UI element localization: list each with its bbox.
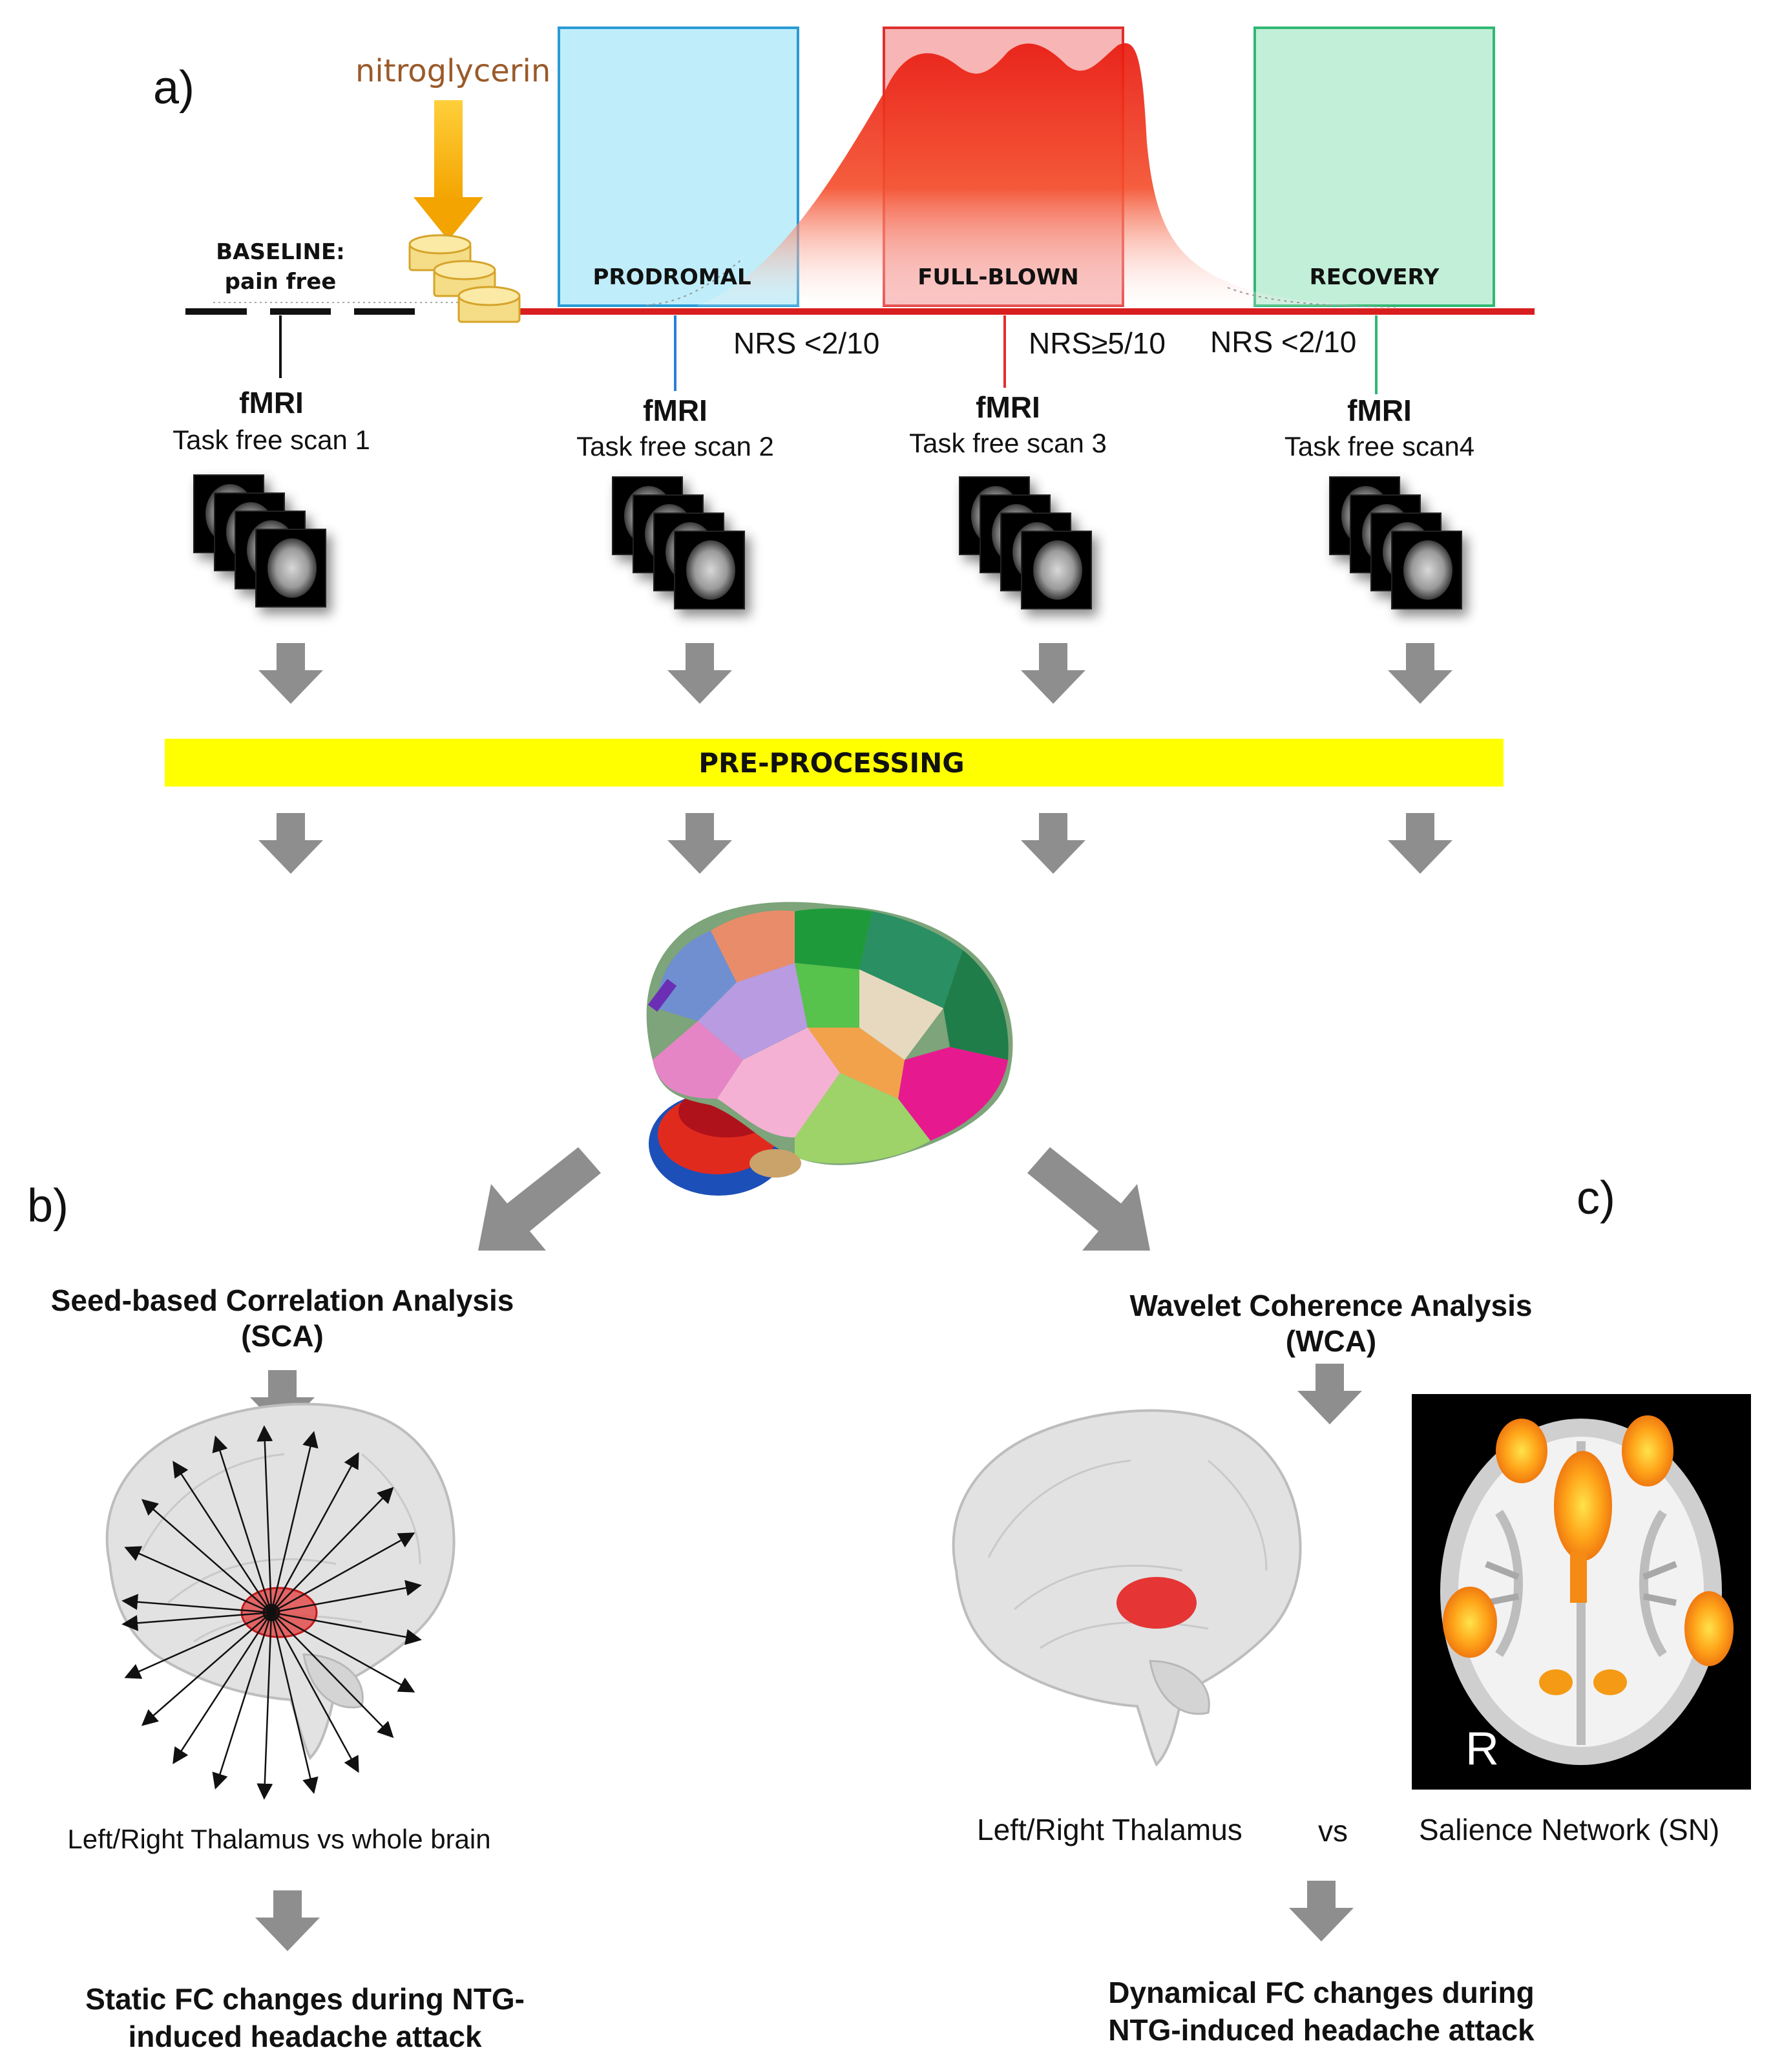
down-arrow	[1297, 1364, 1362, 1424]
pill-icon	[408, 234, 521, 323]
connectivity-ray	[141, 1612, 272, 1726]
sca-result: Static FC changes during NTG- induced he…	[85, 1981, 525, 2055]
fmri-stack-icon	[959, 476, 1092, 609]
phase-label-full-blown: FULL-BLOWN	[917, 264, 1079, 290]
preprocessing-label: PRE-PROCESSING	[698, 747, 965, 779]
panel-label-a: a)	[153, 62, 195, 114]
wca-title: Wavelet Coherence Analysis (WCA)	[1130, 1288, 1533, 1359]
scan-label-4: Task free scan4	[1284, 431, 1475, 461]
down-arrow	[1021, 643, 1085, 704]
connectivity-ray	[121, 1594, 272, 1614]
connectivity-ray	[257, 1612, 273, 1800]
connectivity-ray	[121, 1611, 272, 1631]
connectivity-ray	[271, 1580, 422, 1614]
wca-target-right: Salience Network (SN)	[1419, 1813, 1720, 1846]
drug-arrow	[414, 100, 483, 240]
timeline-section	[185, 26, 1535, 394]
sca-title-line2: (SCA)	[241, 1319, 324, 1353]
nrs-label-recovery: NRS <2/10	[1210, 325, 1357, 359]
scan-label-3: Task free scan 3	[909, 428, 1107, 458]
down-arrow	[258, 643, 323, 704]
sca-target-label: Left/Right Thalamus vs whole brain	[67, 1824, 491, 1854]
connectivity-ray	[271, 1612, 394, 1739]
connectivity-ray	[212, 1612, 273, 1790]
sca-title-line1: Seed-based Correlation Analysis	[50, 1284, 514, 1317]
down-arrow	[1388, 813, 1452, 874]
down-arrow	[258, 813, 323, 874]
nrs-label-full-blown: NRS≥5/10	[1029, 326, 1166, 360]
salience-network-map	[1412, 1394, 1751, 1790]
flow-arrows	[250, 643, 1452, 1951]
scan-title-2: fMRI	[643, 394, 708, 427]
down-arrow	[255, 1890, 320, 1951]
connectivity-ray	[271, 1532, 415, 1614]
split-arrows	[478, 1147, 1150, 1251]
connectivity-ray	[271, 1611, 415, 1693]
wca-title-line2: (WCA)	[1285, 1324, 1377, 1358]
connectivity-ray	[124, 1546, 272, 1614]
down-arrow	[667, 813, 732, 874]
scan-label-2: Task free scan 2	[576, 431, 774, 461]
sca-result-line1: Static FC changes during NTG-	[85, 1982, 525, 2016]
scan-title-3: fMRI	[976, 390, 1040, 424]
sca-title: Seed-based Correlation Analysis (SCA)	[51, 1283, 514, 1354]
connectivity-ray	[270, 1612, 319, 1794]
connectivity-ray	[270, 1612, 359, 1773]
wca-title-line1: Wavelet Coherence Analysis	[1129, 1289, 1533, 1322]
fmri-stacks	[193, 474, 1462, 609]
phase-label-recovery: RECOVERY	[1309, 264, 1440, 290]
connectivity-ray	[271, 1611, 422, 1645]
recovery-box	[1253, 26, 1495, 307]
wca-brain-icon	[952, 1409, 1302, 1767]
wca-result-line2: NTG-induced headache attack	[1108, 2013, 1535, 2047]
wca-result: Dynamical FC changes during NTG-induced …	[1108, 1974, 1535, 2049]
connectivity-ray	[124, 1611, 272, 1679]
connectivity-ray	[173, 1461, 273, 1613]
wca-result-line1: Dynamical FC changes during	[1108, 1976, 1535, 2009]
scan-title-4: fMRI	[1347, 394, 1412, 427]
phase-label-prodromal: PRODROMAL	[592, 264, 751, 290]
down-arrow	[250, 1370, 315, 1431]
down-arrow	[1388, 643, 1452, 704]
sca-result-line2: induced headache attack	[128, 2019, 482, 2053]
wca-target-left: Left/Right Thalamus	[977, 1813, 1242, 1846]
wca-target-vs: vs	[1318, 1814, 1348, 1848]
connectivity-ray	[212, 1435, 273, 1613]
connectivity-ray	[271, 1486, 394, 1613]
down-arrow	[1021, 813, 1085, 874]
headache-intensity-curve	[698, 43, 1389, 306]
connectivity-ray	[270, 1452, 359, 1613]
fmri-stack-icon	[612, 476, 745, 609]
scan-title-1: fMRI	[239, 386, 304, 419]
down-arrow	[1289, 1881, 1354, 1941]
panel-label-b: b)	[27, 1180, 69, 1232]
preprocessing-bar	[165, 739, 1504, 787]
scan-label-1: Task free scan 1	[173, 425, 370, 455]
connectivity-ray	[270, 1431, 319, 1613]
map-orientation-label: R	[1465, 1723, 1499, 1775]
thalamus-region	[1116, 1577, 1197, 1629]
connectivity-ray	[257, 1425, 273, 1613]
connectivity-ray	[141, 1499, 272, 1613]
parcellated-brain-icon	[646, 902, 1013, 1196]
fmri-stack-icon	[1329, 476, 1462, 609]
baseline-line2: pain free	[224, 268, 337, 295]
connectivity-ray	[173, 1612, 273, 1764]
fmri-stack-icon	[193, 474, 326, 608]
prodromal-box	[558, 26, 799, 307]
baseline-line1: BASELINE:	[216, 239, 345, 265]
sca-brain-icon	[105, 1402, 456, 1800]
panel-label-c: c)	[1577, 1172, 1615, 1224]
baseline-label: BASELINE: pain free	[216, 238, 345, 297]
nrs-label-prodromal: NRS <2/10	[733, 326, 880, 360]
drug-label: nitroglycerin	[355, 53, 551, 89]
down-arrow	[667, 643, 732, 704]
